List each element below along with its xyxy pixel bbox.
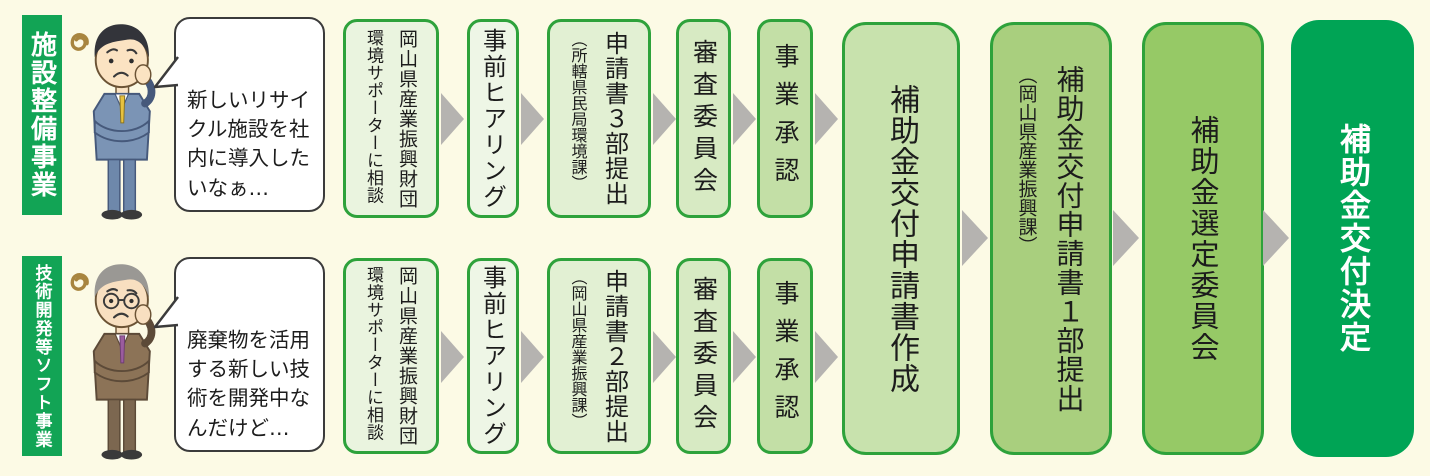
step-subtext: 環境サポーターに相談 xyxy=(363,28,383,204)
flow-arrow xyxy=(1263,210,1289,266)
worried-senior-businessman-illustration xyxy=(70,264,156,460)
speech-bubble-tail xyxy=(153,296,179,329)
step-project-approval-1: 事業承認 xyxy=(757,19,813,218)
step-text: 事業承認 xyxy=(771,42,800,195)
flow-arrow xyxy=(733,93,756,145)
category-label-facility-project: 施設整備事業 xyxy=(22,15,62,215)
step-grant-application-draft: 補助金交付申請書作成 xyxy=(842,22,960,455)
step-text: 事前ヒアリング xyxy=(478,265,507,447)
flow-arrow xyxy=(441,93,464,145)
worried-businessman-illustration xyxy=(70,24,156,220)
flow-arrow xyxy=(815,331,838,383)
flow-arrow xyxy=(733,331,756,383)
step-review-committee-1: 審査委員会 xyxy=(676,19,731,218)
step-grant-decision: 補助金交付決定 xyxy=(1291,20,1414,457)
flow-arrow xyxy=(815,93,838,145)
speech-bubble-facility: 新しいリサイ クル施設を社 内に導入した いなぁ… xyxy=(153,17,325,212)
speech-bubble-tail xyxy=(153,56,179,89)
step-project-approval-2: 事業承認 xyxy=(757,258,813,454)
flow-arrow xyxy=(653,93,676,145)
step-text: 事業承認 xyxy=(771,280,800,432)
step-pre-hearing-2: 事前ヒアリング xyxy=(467,258,519,454)
step-grant-selection-committee: 補助金選定委員会 xyxy=(1142,22,1264,455)
step-text: 岡山県産業振興財団 xyxy=(396,266,418,446)
flow-arrow xyxy=(653,331,676,383)
step-text: 申請書３部提出 xyxy=(600,31,629,206)
step-consult-foundation-1: 岡山県産業振興財団 環境サポーターに相談 xyxy=(343,19,439,218)
flow-arrow xyxy=(441,331,464,383)
step-text: 補助金選定委員会 xyxy=(1186,114,1220,363)
step-pre-hearing-1: 事前ヒアリング xyxy=(467,19,519,218)
speech-bubble-text: 廃棄物を活用 する新しい技 術を開発中な んだけど… xyxy=(187,328,310,440)
step-subtext: （岡山県産業振興課） xyxy=(1015,64,1038,255)
flow-arrow xyxy=(521,93,544,145)
step-text: 事前ヒアリング xyxy=(478,27,507,210)
category-label-tech-soft-project: 技術開発等ソフト事業 xyxy=(22,256,62,456)
step-submit-application-3copies: 申請書３部提出 （所轄県民局環境課） xyxy=(547,19,651,218)
step-review-committee-2: 審査委員会 xyxy=(676,258,731,454)
confusion-squiggle-icon xyxy=(70,273,89,291)
step-grant-application-submit: 補助金交付申請書１部提出 （岡山県産業振興課） xyxy=(990,22,1112,455)
step-text: 岡山県産業振興財団 xyxy=(396,28,418,209)
step-submit-application-2copies: 申請書２部提出 （岡山県産業振興課） xyxy=(547,258,651,454)
flow-arrow xyxy=(962,210,988,266)
flow-arrow xyxy=(521,331,544,383)
step-text: 補助金交付申請書１部提出 xyxy=(1052,64,1086,413)
step-subtext: （所轄県民局環境課） xyxy=(568,31,588,191)
step-subtext: （岡山県産業振興課） xyxy=(568,268,588,429)
step-subtext: 環境サポーターに相談 xyxy=(363,266,383,441)
step-text: 審査委員会 xyxy=(689,38,719,199)
step-text: 補助金交付申請書作成 xyxy=(884,83,919,394)
step-consult-foundation-2: 岡山県産業振興財団 環境サポーターに相談 xyxy=(343,258,439,454)
step-text: 申請書２部提出 xyxy=(600,268,629,444)
speech-bubble-text: 新しいリサイ クル施設を社 内に導入した いなぁ… xyxy=(187,88,310,200)
speech-bubble-tech: 廃棄物を活用 する新しい技 術を開発中な んだけど… xyxy=(153,257,325,452)
confusion-squiggle-icon xyxy=(70,33,89,51)
flow-arrow xyxy=(1113,210,1139,266)
step-text: 審査委員会 xyxy=(689,276,719,436)
step-text: 補助金交付決定 xyxy=(1334,123,1370,354)
